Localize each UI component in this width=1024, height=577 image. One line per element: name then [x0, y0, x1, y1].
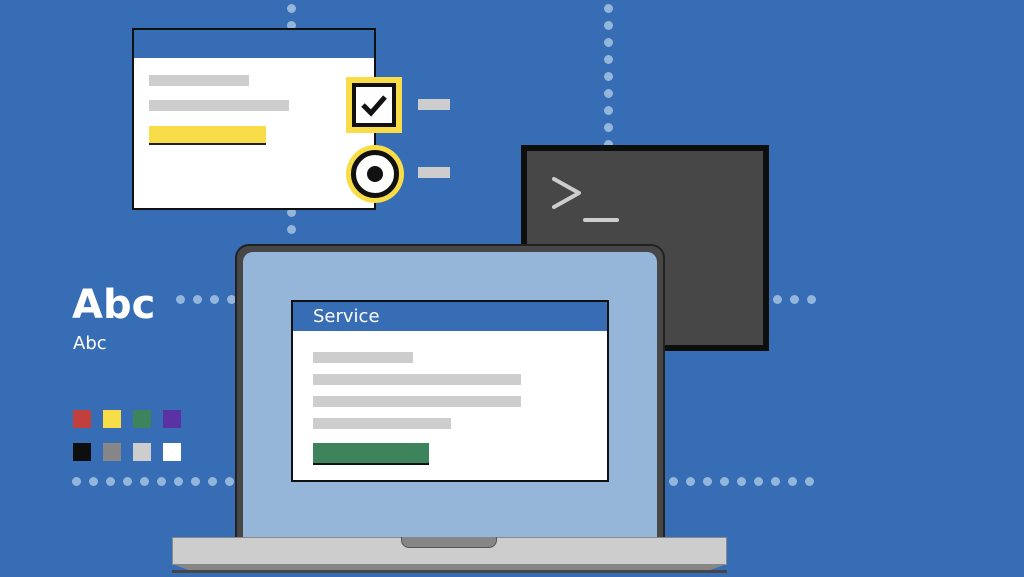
guide-dot [287, 21, 296, 30]
form-window-header [134, 30, 374, 58]
guide-dot [227, 295, 236, 304]
guide-dot [604, 140, 613, 149]
guide-dot [669, 477, 678, 486]
checkbox-label-placeholder [418, 99, 450, 110]
guide-dot [225, 477, 234, 486]
form-window [132, 28, 376, 210]
guide-dot [771, 477, 780, 486]
guide-dot [604, 89, 613, 98]
guide-dot [157, 477, 166, 486]
guide-dot [193, 295, 202, 304]
guide-dot [737, 477, 746, 486]
guide-dot [773, 295, 782, 304]
color-swatch [133, 443, 151, 461]
guide-dot [210, 295, 219, 304]
guide-dot [790, 295, 799, 304]
yellow-button[interactable] [149, 126, 266, 145]
guide-dot [140, 477, 149, 486]
radio-selected-icon [367, 166, 383, 182]
color-swatch [163, 443, 181, 461]
checkbox[interactable] [346, 77, 402, 133]
guide-dot [287, 4, 296, 13]
text-placeholder-line [313, 374, 521, 385]
color-swatch [73, 410, 91, 428]
guide-dot [703, 477, 712, 486]
color-swatch [163, 410, 181, 428]
text-placeholder-line [149, 75, 249, 86]
radio-label-placeholder [418, 167, 450, 178]
radio-button[interactable] [346, 145, 404, 203]
guide-dot [89, 477, 98, 486]
laptop-base-edge [172, 570, 727, 573]
text-placeholder-line [313, 418, 451, 429]
guide-dot [174, 477, 183, 486]
checkmark-icon [361, 95, 387, 117]
guide-dot [788, 477, 797, 486]
color-swatch [133, 410, 151, 428]
color-swatch [103, 410, 121, 428]
guide-dot [754, 477, 763, 486]
laptop-base-bottom [172, 564, 727, 572]
guide-dot [686, 477, 695, 486]
guide-dot [720, 477, 729, 486]
guide-dot [604, 4, 613, 13]
laptop-notch [401, 537, 497, 548]
guide-dot [604, 55, 613, 64]
color-swatch [103, 443, 121, 461]
app-window: Service [291, 300, 609, 482]
guide-dot [287, 208, 296, 217]
typography-heading: Abc [72, 282, 156, 328]
guide-dot [208, 477, 217, 486]
app-window-title: Service [293, 302, 607, 331]
typography-body: Abc [73, 333, 107, 354]
guide-dot [805, 477, 814, 486]
guide-dot [176, 295, 185, 304]
guide-dot [604, 72, 613, 81]
guide-dot [604, 106, 613, 115]
guide-dot [72, 477, 81, 486]
color-swatch [73, 443, 91, 461]
text-placeholder-line [149, 100, 289, 111]
guide-dot [191, 477, 200, 486]
text-placeholder-line [313, 352, 413, 363]
terminal-prompt-icon [552, 177, 619, 222]
guide-dot [807, 295, 816, 304]
guide-dot [604, 21, 613, 30]
guide-dot [106, 477, 115, 486]
guide-dot [604, 38, 613, 47]
guide-dot [123, 477, 132, 486]
green-button[interactable] [313, 443, 429, 465]
guide-dot [604, 123, 613, 132]
guide-dot [287, 225, 296, 234]
text-placeholder-line [313, 396, 521, 407]
